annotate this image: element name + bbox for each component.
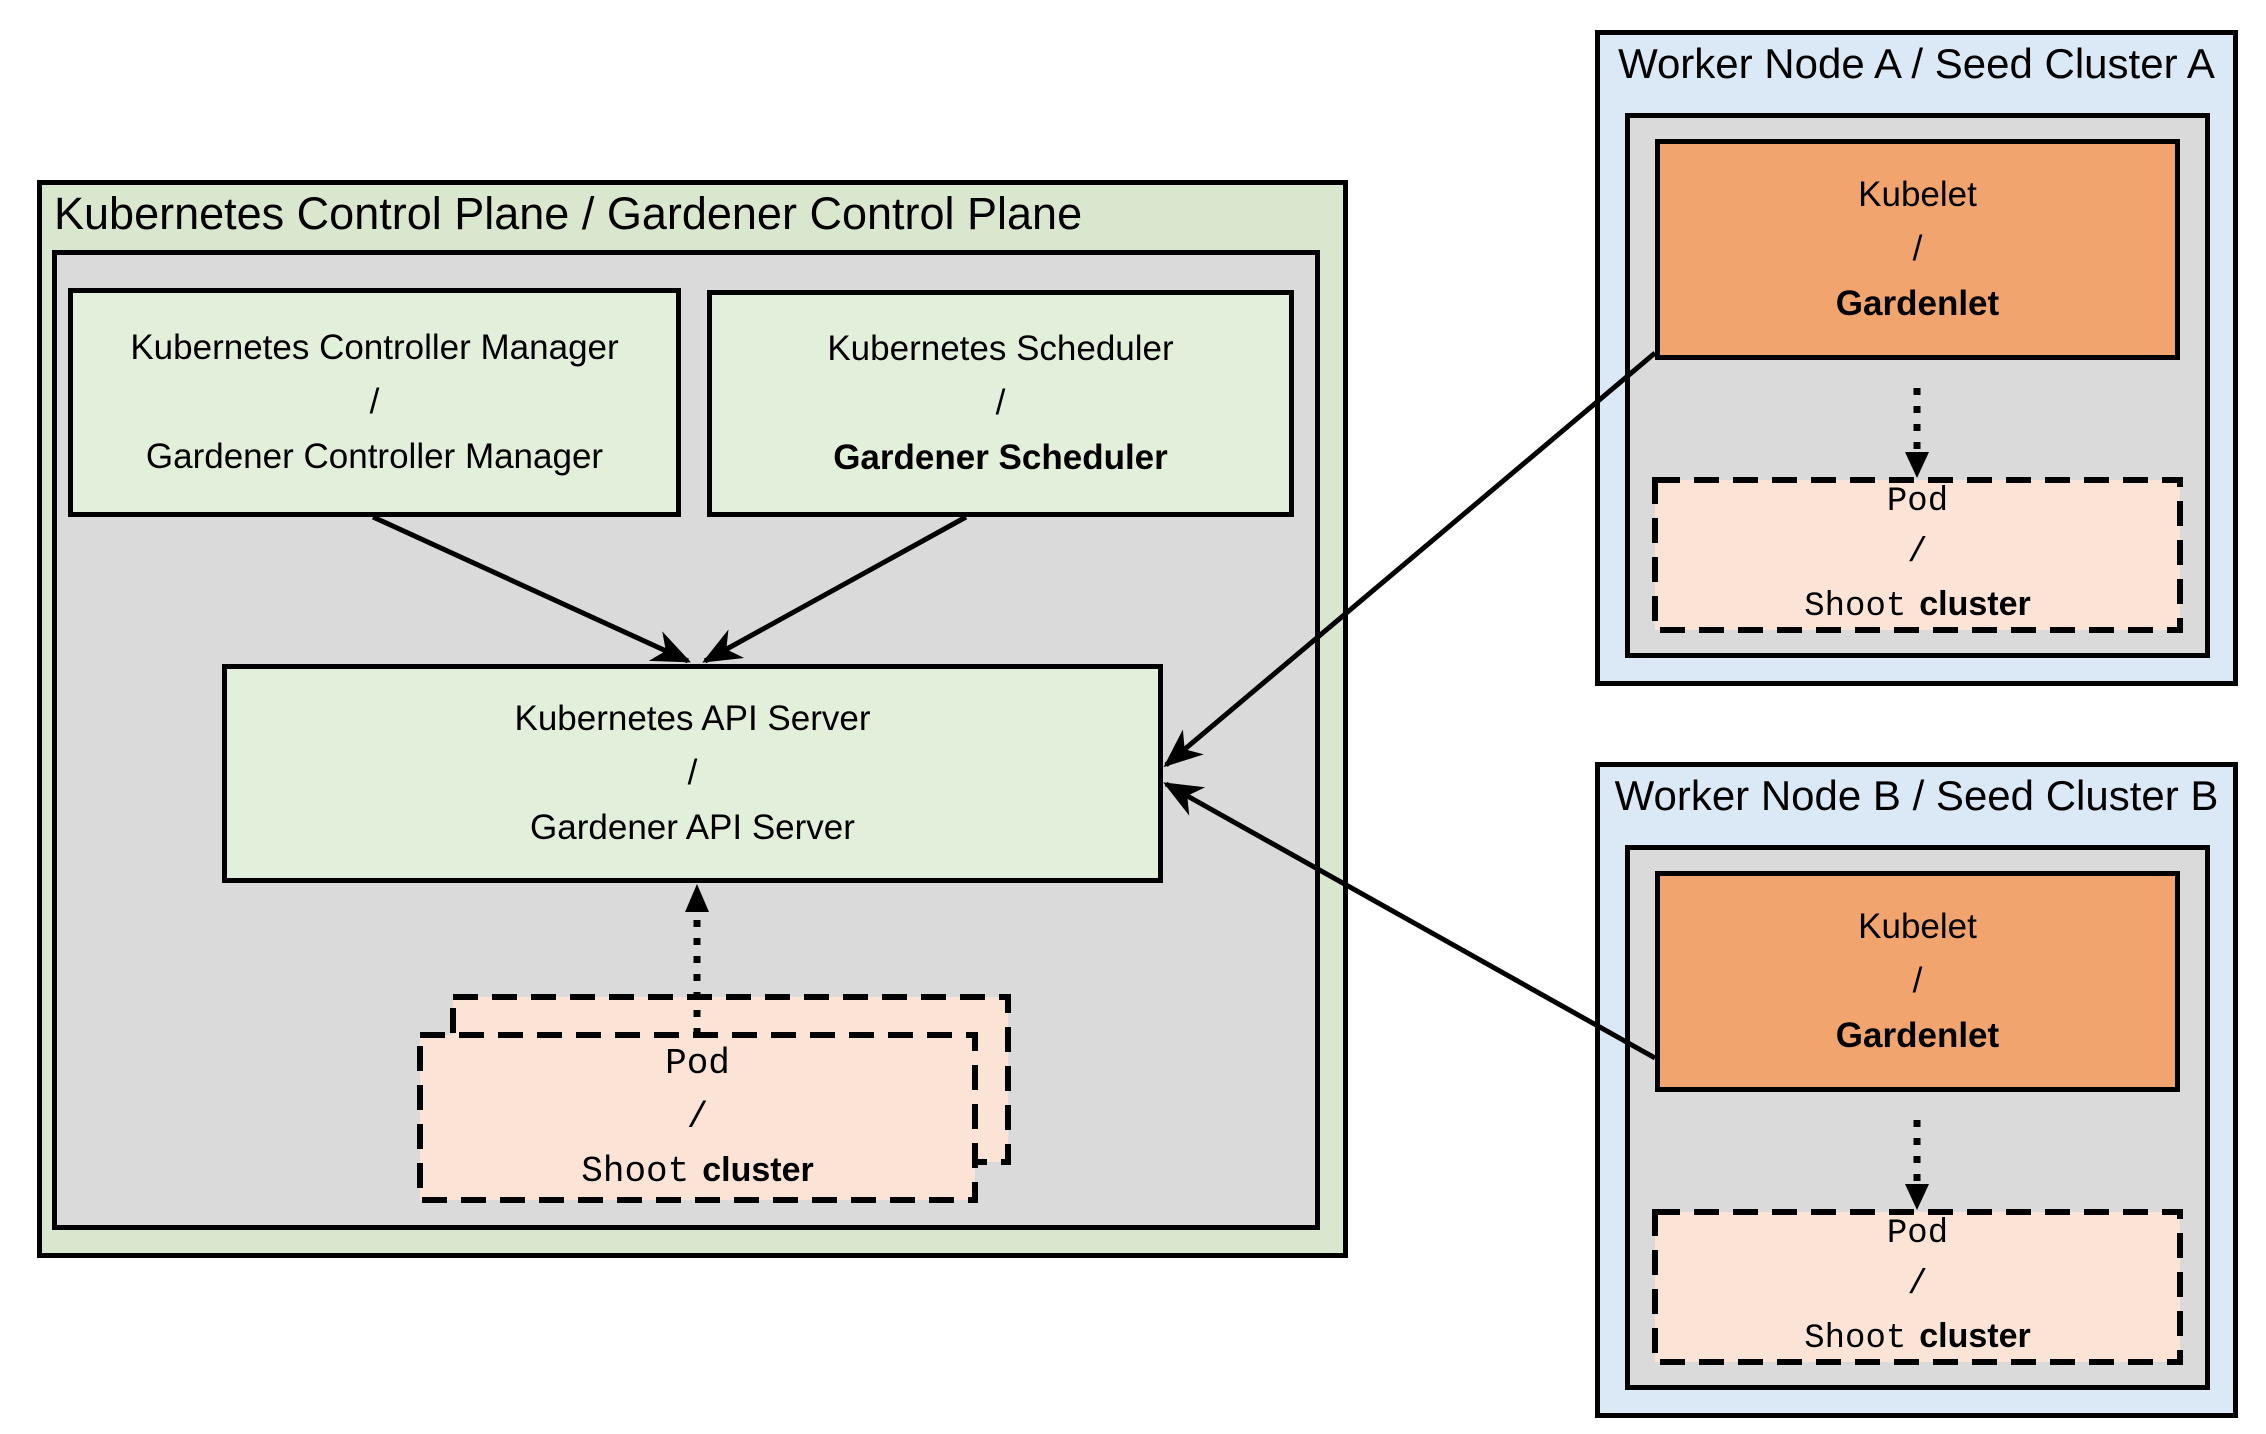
pod-a-line2-mono: Shoot (1804, 588, 1907, 626)
kubelet-b-separator: / (1912, 961, 1923, 1001)
pod-a-line1: Pod (1886, 483, 1949, 521)
control-plane-pod-label: Pod / Shoot cluster (420, 1035, 975, 1200)
worker-node-a-pod-label: Pod / Shoot cluster (1655, 480, 2180, 630)
scheduler-box: Kubernetes Scheduler / Gardener Schedule… (707, 290, 1294, 517)
scheduler-separator: / (995, 383, 1006, 423)
kubelet-a-line1: Kubelet (1858, 175, 1977, 215)
pod-a-line2-sans: cluster (1919, 585, 2031, 623)
kubelet-b-line2: Gardenlet (1835, 1015, 2000, 1055)
worker-node-b-kubelet-box: Kubelet / Gardenlet (1655, 871, 2180, 1092)
worker-node-a-kubelet-box: Kubelet / Gardenlet (1655, 139, 2180, 360)
pod-b-line2-mono: Shoot (1804, 1320, 1907, 1358)
controller-manager-line1: Kubernetes Controller Manager (130, 328, 619, 368)
pod-b-line2-sans: cluster (1919, 1317, 2031, 1355)
scheduler-line2: Gardener Scheduler (833, 437, 1168, 477)
controller-manager-line2: Gardener Controller Manager (145, 436, 604, 476)
pod-a-separator: / (1907, 534, 1928, 572)
pod-b-separator: / (1907, 1266, 1928, 1304)
worker-node-b-pod-label: Pod / Shoot cluster (1655, 1212, 2180, 1362)
cp-pod-line1: Pod (665, 1042, 730, 1084)
kubelet-a-line2: Gardenlet (1835, 283, 2000, 323)
control-plane-title: Kubernetes Control Plane / Gardener Cont… (54, 188, 1083, 239)
cp-pod-line2-sans: cluster (702, 1150, 814, 1189)
controller-manager-box: Kubernetes Controller Manager / Gardener… (68, 288, 681, 517)
pod-b-line1: Pod (1886, 1215, 1949, 1253)
cp-pod-line2-mono: Shoot (581, 1150, 690, 1192)
kubelet-b-line1: Kubelet (1858, 907, 1977, 947)
scheduler-line1: Kubernetes Scheduler (827, 329, 1174, 369)
api-server-line1: Kubernetes API Server (514, 699, 871, 739)
worker-node-a-title: Worker Node A / Seed Cluster A (1618, 40, 2215, 87)
api-server-line2: Gardener API Server (530, 807, 855, 847)
worker-node-b-title: Worker Node B / Seed Cluster B (1614, 772, 2219, 819)
api-server-box: Kubernetes API Server / Gardener API Ser… (222, 664, 1163, 883)
controller-manager-separator: / (369, 382, 380, 422)
cp-pod-separator: / (686, 1096, 709, 1138)
api-server-separator: / (687, 753, 698, 793)
kubelet-a-separator: / (1912, 229, 1923, 269)
